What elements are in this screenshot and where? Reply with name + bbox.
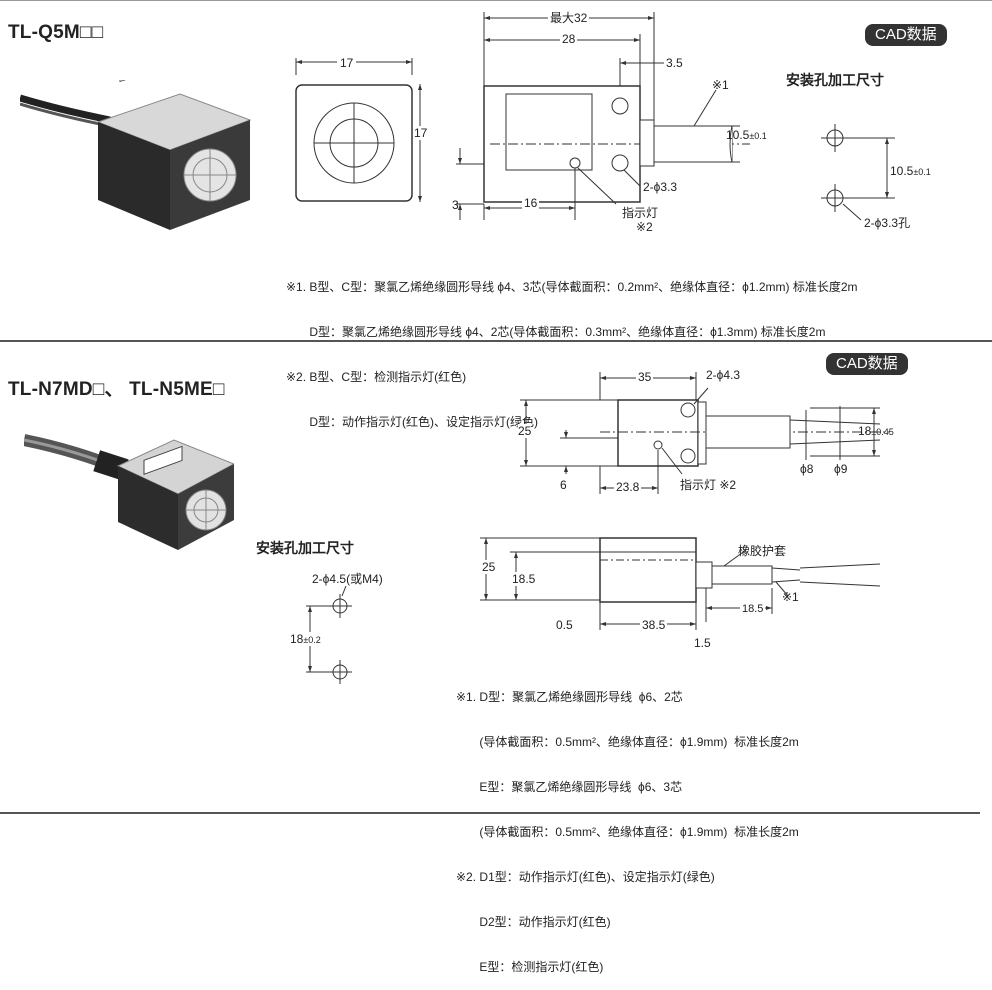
dim-28: 28: [560, 32, 578, 46]
note-line: D型：动作指示灯(红色)、设定指示灯(绿色): [286, 415, 538, 429]
section-divider: [0, 340, 992, 342]
note-line: ※1. D型：聚氯乙烯绝缘圆形导线 ϕ6、2芯: [456, 690, 683, 704]
mount-holes-drawing-1: [821, 124, 895, 221]
dim-17-height-line: [418, 84, 422, 202]
mark-2: ※2: [636, 220, 653, 234]
dim-18-top: 18±0.45: [858, 424, 894, 438]
mount-10-5-value: 10.5: [890, 164, 914, 178]
note-line: ※2. D1型：动作指示灯(红色)、设定指示灯(绿色): [456, 870, 715, 884]
phi-8: ϕ8: [800, 462, 814, 476]
dim-max32: 最大32: [548, 9, 590, 26]
mount-hole-label-2: 2-ϕ4.5(或M4): [312, 572, 383, 586]
side-0-5: 0.5: [556, 618, 573, 632]
mount-holes-drawing-2: [306, 586, 352, 684]
top-rule: [0, 0, 992, 1]
mount-10-5-tol: ±0.1: [913, 167, 931, 177]
note-line: ※1. B型、C型：聚氯乙烯绝缘圆形导线 ϕ4、3芯(导体截面积：0.2mm²、…: [286, 280, 858, 294]
side-view-drawing-2: [480, 537, 881, 630]
dim-17-height: 17: [414, 126, 428, 140]
section2-mount-title: 安装孔加工尺寸: [256, 540, 354, 556]
side-38-5: 38.5: [640, 618, 668, 632]
dim-18-tol: ±0.45: [871, 427, 894, 437]
top-view-drawing-2: [520, 372, 890, 494]
side-18-5-cable: 18.5: [740, 603, 766, 615]
note-line: E型：检测指示灯(红色): [456, 960, 604, 974]
dim-10-5: 10.5±0.1: [726, 128, 767, 142]
section2-notes: ※1. D型：聚氯乙烯绝缘圆形导线 ϕ6、2芯 (导体截面积：0.5mm²、绝缘…: [456, 660, 799, 990]
section1-cad-button[interactable]: CAD数据: [865, 24, 947, 46]
mount-10-5: 10.5±0.1: [890, 164, 931, 178]
section2-title: TL-N7MD□、 TL-N5ME□: [8, 379, 225, 400]
mount-18: 18±0.2: [290, 632, 321, 646]
note-line: D2型：动作指示灯(红色): [456, 915, 611, 929]
section1-title: TL-Q5M□□: [8, 22, 104, 43]
side-18-5: 18.5: [512, 572, 536, 586]
dim-3-5: 3.5: [666, 56, 683, 70]
note-line: D型：聚氯乙烯绝缘圆形导线 ϕ4、2芯(导体截面积：0.3mm²、绝缘体直径：ϕ…: [286, 325, 826, 339]
dim-10-5-value: 10.5: [726, 128, 750, 142]
dim-35: 35: [636, 370, 654, 384]
mount-hole-label: 2-ϕ3.3孔: [864, 216, 911, 230]
side-mark-1: ※1: [782, 590, 799, 604]
indicator-label-2: 指示灯 ※2: [680, 478, 737, 492]
dim-3: 3: [452, 198, 459, 212]
dim-6: 6: [560, 478, 567, 492]
mark-1: ※1: [712, 78, 729, 92]
note-line: ※2. B型、C型：检测指示灯(红色): [286, 370, 467, 384]
dim-23-8: 23.8: [614, 480, 642, 494]
note-line: (导体截面积：0.5mm²、绝缘体直径：ϕ1.9mm) 标准长度2m: [456, 735, 799, 749]
rubber-label: 橡胶护套: [738, 544, 787, 558]
product-photo-tln7md: [24, 434, 234, 550]
section1-mount-title: 安装孔加工尺寸: [786, 72, 884, 88]
dim-17-width: 17: [337, 56, 357, 70]
hole-label: 2-ϕ3.3: [643, 180, 678, 194]
note-line: E型：聚氯乙烯绝缘圆形导线 ϕ6、3芯: [456, 780, 683, 794]
phi-9: ϕ9: [834, 462, 848, 476]
bottom-rule: [0, 812, 980, 814]
side-1-5: 1.5: [694, 636, 711, 650]
mount-18-tol: ±0.2: [303, 635, 321, 645]
section1-notes: ※1. B型、C型：聚氯乙烯绝缘圆形导线 ϕ4、3芯(导体截面积：0.2mm²、…: [286, 250, 858, 445]
dim-16: 16: [522, 196, 540, 210]
indicator-label: 指示灯: [622, 206, 659, 220]
front-view-drawing: [295, 58, 413, 202]
hole-4-3: 2-ϕ4.3: [706, 368, 741, 382]
mount-18-value: 18: [290, 632, 304, 646]
side-view-drawing: [456, 12, 750, 220]
note-line: (导体截面积：0.5mm²、绝缘体直径：ϕ1.9mm) 标准长度2m: [456, 825, 799, 839]
dim-25-top: 25: [518, 424, 532, 438]
section2-cad-button[interactable]: CAD数据: [826, 353, 908, 375]
dim-18-value: 18: [858, 424, 872, 438]
dim-10-5-tol: ±0.1: [749, 131, 767, 141]
side-25: 25: [482, 560, 496, 574]
product-photo-tlq5m: [20, 80, 252, 230]
